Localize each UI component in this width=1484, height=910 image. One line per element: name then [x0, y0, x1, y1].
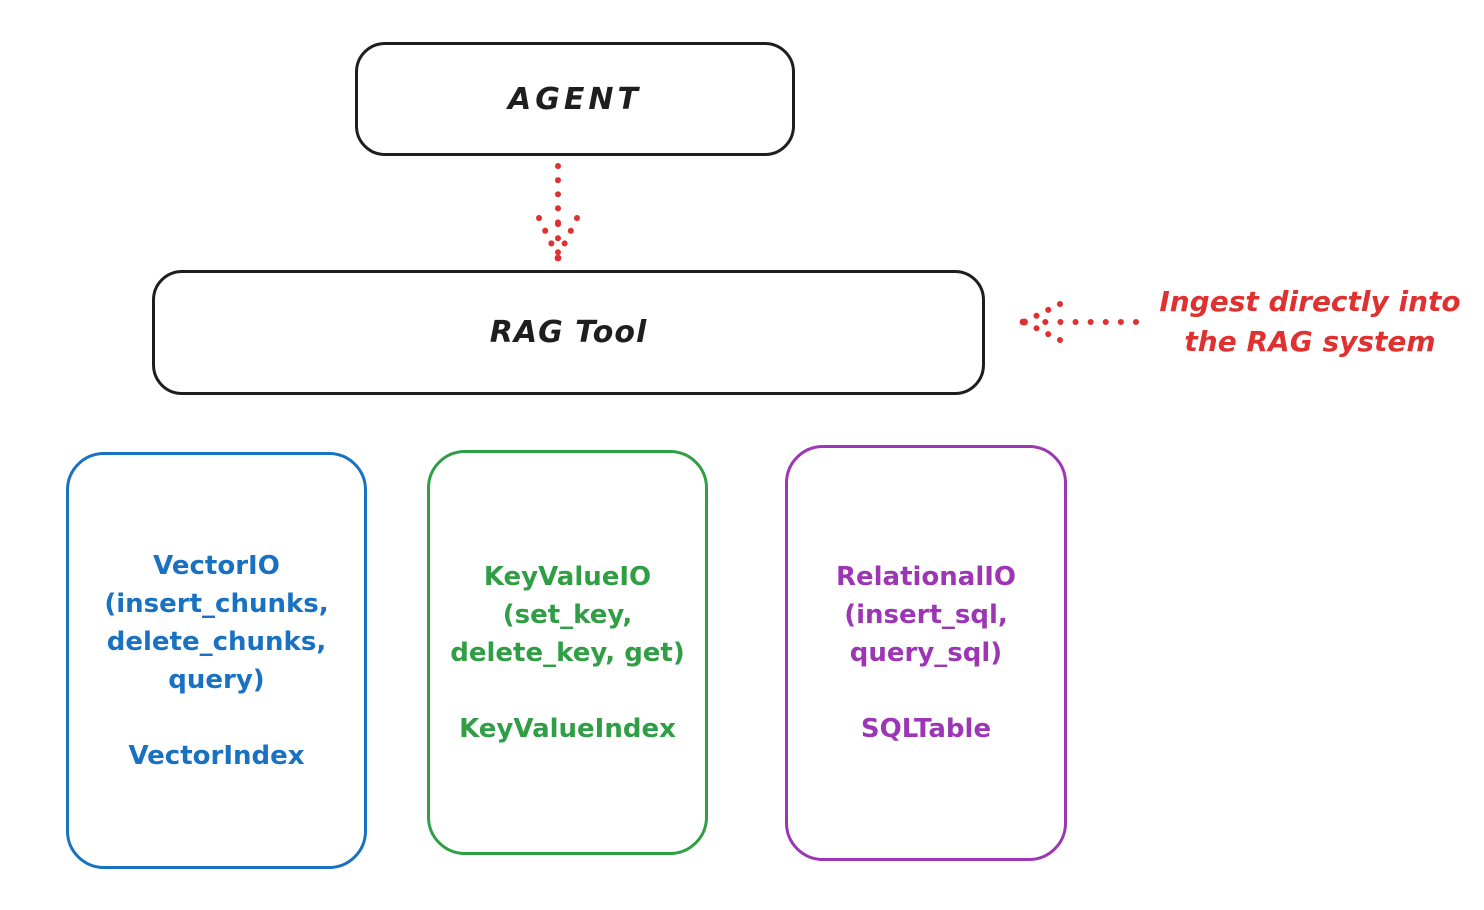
store-signature-line: delete_key, get): [450, 637, 685, 668]
store-signature-line: VectorIO: [153, 550, 280, 581]
store-signature-line: KeyValueIO: [483, 561, 652, 592]
dotted-arrow-down-icon: [536, 163, 580, 262]
store-signature-line: query): [168, 664, 265, 695]
store-signature: VectorIO (insert_chunks, delete_chunks,que…: [104, 547, 328, 699]
store-signature-line: (insert_chunks,: [104, 588, 329, 619]
store-signature-line: query_sql): [849, 638, 1003, 668]
store-index-label: SQLTable: [860, 714, 992, 744]
store-node-keyvalue-io: KeyValueIO (set_key, delete_key, get) KeyV…: [427, 450, 708, 855]
dotted-arrow-left-icon: [1019, 301, 1139, 343]
rag-tool-label: RAG Tool: [489, 315, 648, 350]
store-signature: KeyValueIO (set_key, delete_key, get): [450, 558, 685, 672]
agent-label: AGENT: [508, 81, 642, 117]
store-signature-line: (set_key,: [502, 599, 633, 630]
store-signature: RelationalIO (insert_sql, query_sql): [836, 558, 1016, 672]
store-node-relational-io: RelationalIO (insert_sql, query_sql) SQLTa…: [785, 445, 1067, 861]
ingest-annotation-line1: Ingest directly into: [1159, 285, 1461, 318]
ingest-annotation: Ingest directly into the RAG system: [1136, 282, 1484, 362]
store-index-label: KeyValueIndex: [459, 713, 676, 744]
store-index-label: VectorIndex: [128, 740, 305, 771]
store-signature-line: RelationalIO: [835, 562, 1017, 592]
agent-node: AGENT: [355, 42, 795, 156]
rag-tool-node: RAG Tool: [152, 270, 985, 395]
store-node-vector-io: VectorIO (insert_chunks, delete_chunks,que…: [66, 452, 367, 869]
store-signature-line: (insert_sql,: [844, 600, 1008, 630]
store-signature-line: delete_chunks,: [106, 626, 327, 657]
ingest-annotation-line2: the RAG system: [1184, 325, 1436, 358]
